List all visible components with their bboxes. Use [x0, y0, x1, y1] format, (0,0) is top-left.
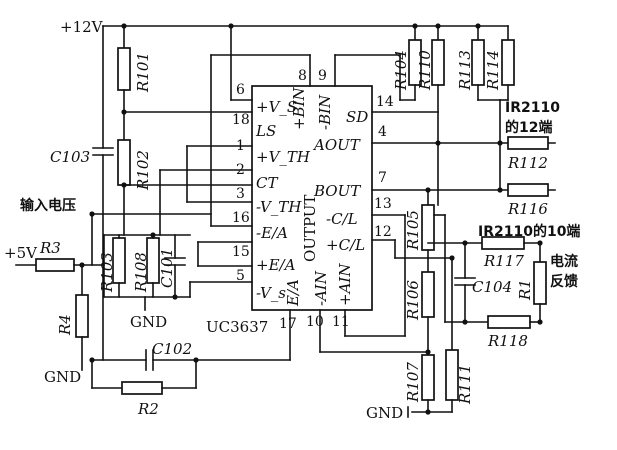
c102-label: C102 — [152, 340, 192, 358]
pin-name: -V_TH — [256, 198, 302, 216]
r107-label: R107 — [404, 362, 422, 403]
pin-name: BOUT — [313, 182, 361, 200]
ic-output-label: OUTPUT — [301, 195, 319, 262]
feedback-network — [91, 309, 291, 395]
pin-number: 8 — [298, 68, 307, 84]
ic-name-label: UC3637 — [206, 318, 268, 336]
pin-name: -V_s — [256, 284, 286, 302]
r112-label: R112 — [507, 154, 548, 172]
r103-label: R103 — [98, 252, 116, 293]
pin-number: 12 — [374, 224, 392, 240]
pin-number: 4 — [378, 124, 387, 140]
ir2110-pin12-sub-label: 的12端 — [505, 119, 552, 136]
top-right-resistors — [408, 25, 515, 191]
plus5v-label: +5V — [4, 244, 38, 262]
pin-number: 13 — [374, 196, 392, 212]
gnd-label: GND — [130, 313, 167, 331]
r105-label: R105 — [404, 210, 422, 251]
c103-label: C103 — [50, 148, 90, 166]
c101-label: C101 — [158, 248, 176, 288]
r110-label: R110 — [416, 50, 434, 91]
input-voltage-label: 输入电压 — [20, 197, 76, 214]
pin-name: +AIN — [336, 263, 354, 306]
r106-label: R106 — [404, 280, 422, 321]
r104-label: R104 — [392, 50, 410, 91]
r113-label: R113 — [456, 50, 474, 91]
r4-label: R4 — [56, 314, 74, 336]
r103-r108-c101-group — [103, 232, 191, 311]
pin-name: CT — [256, 174, 278, 192]
lower-right-resistors — [407, 257, 459, 418]
pin-name: +C/L — [326, 236, 365, 254]
pin-name: E/A — [284, 279, 302, 307]
pin-number: 17 — [279, 316, 297, 332]
pin-number: 18 — [232, 112, 250, 128]
pin-name: -E/A — [256, 224, 288, 242]
uc3637-ic-body — [251, 85, 373, 311]
pin-name: AOUT — [312, 136, 361, 154]
supply-label: +12V — [60, 18, 104, 36]
r102-label: R102 — [134, 150, 152, 191]
pin-number: 5 — [236, 268, 245, 284]
current-feedback-label: 电流 — [550, 253, 578, 270]
gnd-label: GND — [366, 404, 403, 422]
c104-label: C104 — [472, 278, 512, 296]
r118-label: R118 — [487, 332, 528, 350]
pin-name: +V_TH — [256, 148, 311, 166]
r114-label: R114 — [484, 50, 502, 91]
r117-label: R117 — [483, 252, 524, 270]
r108-label: R108 — [132, 252, 150, 293]
pin-number: 15 — [232, 244, 250, 260]
r2-label: R2 — [137, 400, 159, 418]
pin-name: +E/A — [256, 256, 296, 274]
r3-label: R3 — [39, 239, 61, 257]
c103-capacitor — [92, 25, 114, 361]
r111-label: R111 — [456, 364, 474, 405]
gnd-label: GND — [44, 368, 81, 386]
ir2110-pin10-label: IR2110的10端 — [478, 223, 580, 240]
pin-number: 16 — [232, 210, 250, 226]
pin-wires-left — [89, 111, 253, 298]
pin-number: 2 — [236, 162, 245, 178]
r101-r102-chain — [117, 25, 131, 236]
supply-rail — [102, 23, 509, 29]
pin-name: SD — [346, 108, 368, 126]
pin-name: -C/L — [326, 210, 358, 228]
r112-r116 — [507, 136, 549, 197]
r101-label: R101 — [134, 52, 152, 93]
r116-label: R116 — [507, 200, 548, 218]
input-network — [15, 213, 105, 371]
pin-number: 1 — [236, 138, 245, 154]
r1-label: R1 — [516, 279, 534, 301]
pin-name: -BIN — [316, 94, 334, 130]
ir2110-pin12-label: IR2110 — [505, 100, 560, 116]
pin-number: 11 — [332, 314, 350, 330]
pin-number: 7 — [378, 170, 387, 186]
pin-name: -AIN — [312, 270, 330, 306]
pin-wires-top — [210, 25, 416, 227]
pin-number: 9 — [318, 68, 327, 84]
pin-name: +V_S — [256, 98, 297, 116]
pin-number: 3 — [236, 186, 245, 202]
pin-name: +BIN — [290, 86, 308, 130]
current-feedback-label: 反馈 — [550, 273, 578, 290]
pin-number: 10 — [306, 314, 324, 330]
pin-number: 14 — [376, 94, 394, 110]
pin-number: 6 — [236, 82, 245, 98]
current-feedback-network — [427, 236, 547, 329]
pin-name: LS — [255, 122, 276, 140]
